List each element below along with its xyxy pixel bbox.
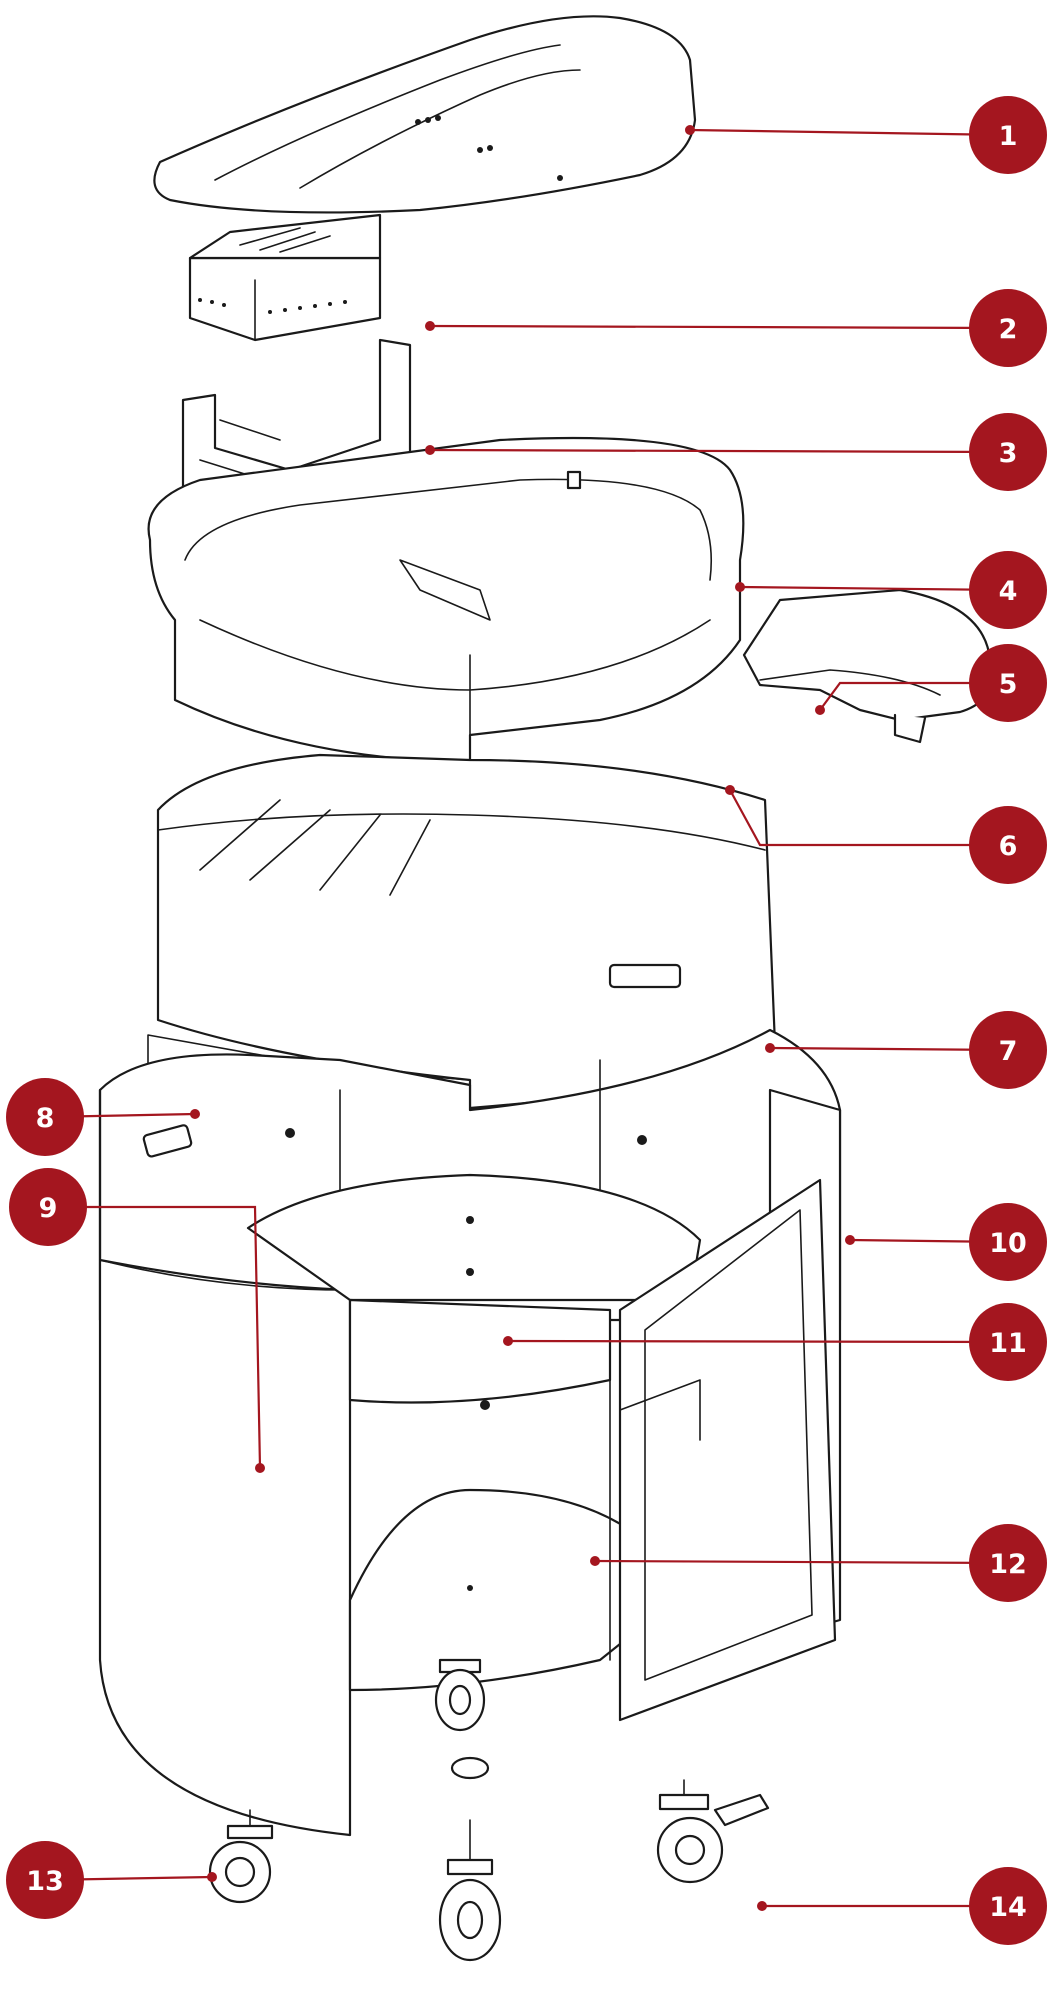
callout-badge-10	[969, 1203, 1047, 1281]
leader-dot-13	[207, 1872, 217, 1882]
part-upper-tray	[188, 213, 382, 342]
callout-10: 10	[845, 1203, 1047, 1281]
callout-3: 3	[425, 413, 1047, 491]
leader-dot-11	[503, 1336, 513, 1346]
part-caster-right	[656, 1779, 770, 1884]
callout-number-12: 12	[989, 1549, 1027, 1580]
callout-1: 1	[685, 96, 1047, 174]
leader-dot-12	[590, 1556, 600, 1566]
leader-dot-6	[725, 785, 735, 795]
callout-badge-14	[969, 1867, 1047, 1945]
callout-number-11: 11	[989, 1328, 1027, 1359]
leader-line-5	[819, 681, 1008, 711]
callout-number-13: 13	[26, 1866, 64, 1897]
leader-line-9	[48, 1205, 262, 1469]
leader-dot-1	[685, 125, 695, 135]
part-caster-left	[208, 1809, 274, 1904]
leader-dot-4	[735, 582, 745, 592]
part-oval-rim	[147, 436, 745, 764]
callout-number-8: 8	[36, 1103, 55, 1134]
leader-line-1	[689, 128, 1009, 137]
leader-dot-8	[190, 1109, 200, 1119]
part-caster-center-bottom	[438, 1756, 502, 1962]
leader-dot-7	[765, 1043, 775, 1053]
callout-2: 2	[425, 289, 1047, 367]
part-side-shelf	[742, 588, 994, 744]
part-middle-body	[147, 753, 777, 1110]
leader-dot-14	[757, 1901, 767, 1911]
callout-7: 7	[765, 1011, 1047, 1089]
part-lower-cabinet	[98, 1028, 842, 1837]
callout-badge-11	[969, 1303, 1047, 1381]
callout-badge-7	[969, 1011, 1047, 1089]
callout-8: 8	[6, 1078, 200, 1156]
callout-badge-12	[969, 1524, 1047, 1602]
callout-number-3: 3	[999, 438, 1018, 469]
callout-6: 6	[725, 785, 1047, 884]
callout-number-5: 5	[999, 669, 1018, 700]
leader-line-3	[429, 448, 1009, 454]
callout-badge-4	[969, 551, 1047, 629]
leader-line-7	[769, 1046, 1009, 1052]
leader-dot-9	[255, 1463, 265, 1473]
callout-number-1: 1	[999, 121, 1018, 152]
callout-9: 9	[9, 1168, 265, 1473]
callout-number-14: 14	[989, 1892, 1027, 1923]
callout-badge-13	[6, 1841, 84, 1919]
part-caster-center-top	[434, 1658, 486, 1732]
part-lid	[153, 15, 697, 214]
callout-badge-1	[969, 96, 1047, 174]
leader-line-11	[507, 1339, 1009, 1344]
callout-number-6: 6	[999, 831, 1018, 862]
callout-14: 14	[757, 1867, 1047, 1945]
leader-dot-3	[425, 445, 435, 455]
callout-number-7: 7	[999, 1036, 1018, 1067]
leader-line-4	[739, 585, 1009, 592]
callout-badge-5	[969, 644, 1047, 722]
callout-4: 4	[735, 551, 1047, 629]
leader-dot-5	[815, 705, 825, 715]
callout-badge-6	[969, 806, 1047, 884]
callout-badge-3	[969, 413, 1047, 491]
callout-12: 12	[590, 1524, 1047, 1602]
leader-line-2	[429, 324, 1009, 330]
callout-number-4: 4	[999, 576, 1018, 607]
leader-dot-2	[425, 321, 435, 331]
callout-13: 13	[6, 1841, 217, 1919]
callout-number-2: 2	[999, 314, 1018, 345]
leader-dot-10	[845, 1235, 855, 1245]
callout-11: 11	[503, 1303, 1047, 1381]
callout-badge-8	[6, 1078, 84, 1156]
callout-badge-2	[969, 289, 1047, 367]
leader-line-6	[729, 789, 1008, 847]
callout-number-9: 9	[39, 1193, 58, 1224]
callout-5: 5	[815, 644, 1047, 722]
leader-line-12	[594, 1559, 1009, 1565]
callout-badge-9	[9, 1168, 87, 1246]
callout-number-10: 10	[989, 1228, 1027, 1259]
